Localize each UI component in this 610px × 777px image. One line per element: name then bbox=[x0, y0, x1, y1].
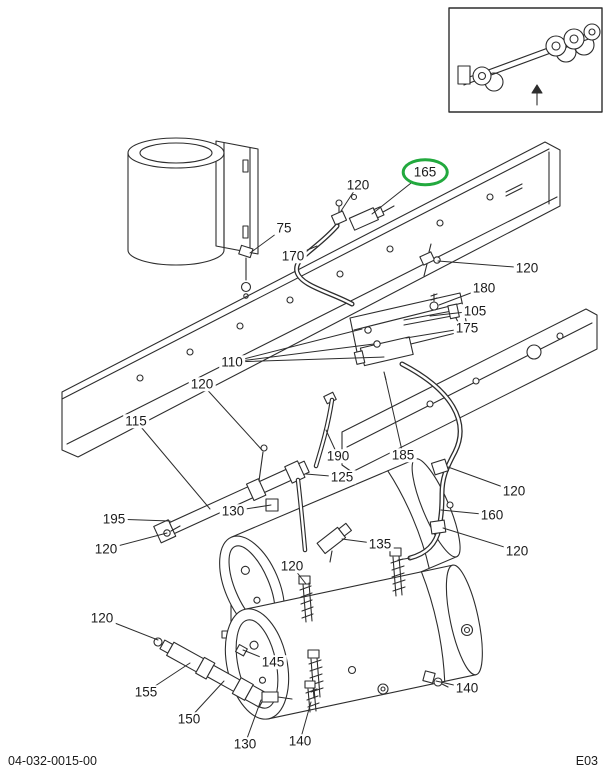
fitting-75 bbox=[238, 244, 254, 299]
page-code: E03 bbox=[575, 754, 598, 768]
leader-line bbox=[135, 420, 211, 510]
air-tank-upper bbox=[219, 458, 461, 637]
leader-line bbox=[105, 532, 168, 550]
tank-details bbox=[347, 501, 474, 695]
chassis-inset bbox=[448, 7, 603, 113]
leader-line bbox=[437, 260, 528, 269]
stud-bolts bbox=[298, 547, 406, 699]
air-line-assembly-115 bbox=[153, 444, 310, 553]
air-line-190 bbox=[313, 391, 337, 469]
leader-line bbox=[145, 662, 191, 693]
hose-160 bbox=[397, 361, 463, 561]
drain-line-assembly bbox=[153, 637, 320, 713]
leader-line bbox=[188, 680, 225, 720]
leader-line bbox=[447, 466, 515, 492]
leader-line bbox=[244, 699, 262, 745]
leader-line bbox=[201, 383, 263, 451]
check-valve-135 bbox=[316, 522, 352, 563]
valve-bracket bbox=[349, 243, 469, 381]
leader-line bbox=[101, 617, 159, 641]
leader-line bbox=[305, 473, 343, 478]
leader-line bbox=[231, 328, 363, 363]
document-number: 04-032-0015-00 bbox=[8, 754, 97, 768]
leader-line bbox=[113, 518, 171, 522]
leader-line bbox=[232, 504, 272, 512]
leader-line bbox=[384, 375, 404, 456]
frame-rail-lower bbox=[341, 308, 598, 473]
up-arrow-icon bbox=[531, 84, 543, 106]
leader-line bbox=[231, 343, 375, 363]
frame-rail-upper bbox=[61, 141, 561, 458]
air-dryer-canister bbox=[127, 137, 259, 299]
hose-170 bbox=[294, 223, 355, 307]
leader-line bbox=[325, 429, 339, 457]
leader-line bbox=[231, 356, 385, 363]
